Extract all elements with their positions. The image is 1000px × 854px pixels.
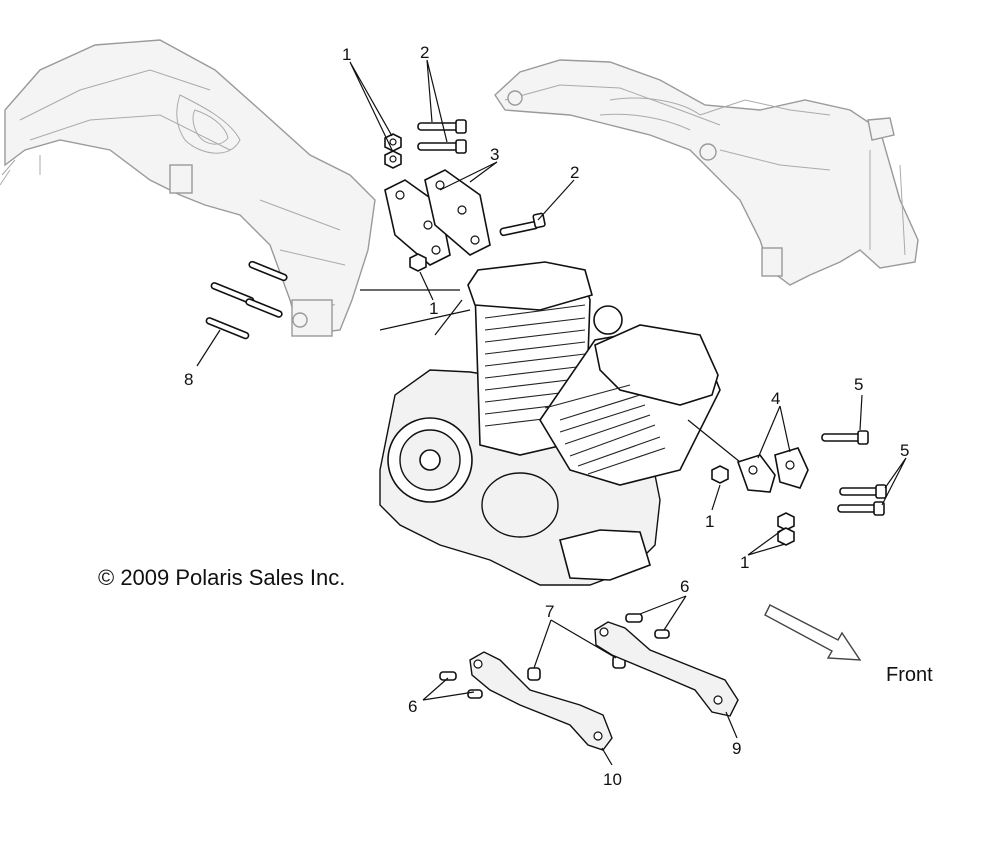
pins-right [625, 613, 670, 639]
callout-5a: 5 [854, 375, 863, 394]
callout-1c: 1 [705, 512, 714, 531]
nut-upper [384, 133, 402, 169]
callout-6a: 6 [680, 577, 689, 596]
right-frame-section [494, 59, 919, 286]
front-label: Front [886, 664, 933, 686]
nuts-front-lower [777, 512, 795, 546]
spacers [527, 655, 626, 681]
bolts-frame-left [205, 260, 288, 340]
callout-9: 9 [732, 739, 741, 758]
callout-3: 3 [490, 145, 499, 164]
callout-8: 8 [184, 370, 193, 389]
nut-front-left [711, 465, 729, 484]
callout-2a: 2 [420, 43, 429, 62]
callout-6b: 6 [408, 697, 417, 716]
front-direction-arrow [764, 604, 862, 661]
callout-5b: 5 [900, 441, 909, 460]
nut-middle [409, 253, 427, 272]
left-frame-section [0, 39, 376, 337]
callout-7: 7 [545, 602, 554, 621]
callout-4: 4 [771, 389, 780, 408]
front-cylinder [539, 324, 721, 486]
lower-mount-rail-right [594, 621, 739, 717]
front-mount-brackets [736, 447, 809, 493]
callout-1b: 1 [429, 299, 438, 318]
callout-10: 10 [603, 770, 622, 789]
engine-assembly [379, 261, 721, 586]
bolt-single [499, 212, 546, 237]
bolts-top-pair [417, 119, 467, 154]
callout-numbers: 1 2 3 2 1 8 5 4 5 1 1 6 7 6 9 10 [184, 43, 909, 789]
starter-motor [559, 529, 651, 581]
bolt-front-upper [821, 430, 869, 445]
callout-1a: 1 [342, 45, 351, 64]
bolts-front-pair [837, 484, 887, 516]
leader-lines [196, 59, 907, 766]
callout-2b: 2 [570, 163, 579, 182]
upper-mount-brackets [384, 169, 491, 266]
lower-mount-rail-left [469, 651, 613, 751]
copyright-notice: © 2009 Polaris Sales Inc. [98, 565, 345, 590]
callout-1d: 1 [740, 553, 749, 572]
